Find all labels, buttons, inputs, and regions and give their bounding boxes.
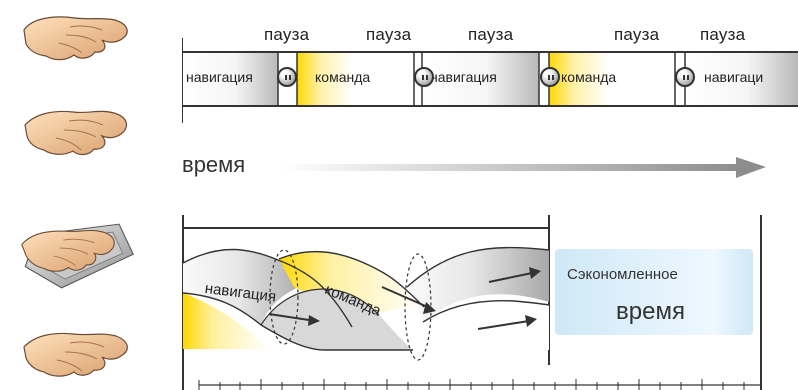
saved-time-title: Сэкономленное <box>567 266 678 283</box>
command-segment-2 <box>549 53 675 105</box>
navigation-segment-1 <box>183 53 278 105</box>
segment-label-navigation-2: навигация <box>430 69 497 85</box>
pause-label-2: пауза <box>366 25 412 44</box>
gray-ribbon-right <box>407 247 549 321</box>
pause-icon <box>675 67 695 87</box>
white-ribbon-right <box>413 300 549 350</box>
segment-label-command-2: команда <box>561 69 617 85</box>
yellow-ribbon-left <box>183 293 269 349</box>
pause-label-3: пауза <box>468 25 514 44</box>
segment-label-navigation-1: навигация <box>186 69 253 85</box>
hand-icon <box>24 110 128 156</box>
top-timeline <box>182 38 798 123</box>
saved-time-word: время <box>616 298 685 325</box>
segment-label-command-1: команда <box>315 69 371 85</box>
pause-icon <box>277 67 297 87</box>
gray-ribbon-left <box>183 249 306 325</box>
hand-icon <box>23 16 128 61</box>
yellow-ribbon-middle <box>279 251 424 327</box>
pause-icon <box>414 67 434 87</box>
command-segment-1 <box>297 53 414 105</box>
pause-label-4: пауза <box>614 25 660 44</box>
saved-time-area <box>555 249 753 335</box>
hand-with-device-icon <box>21 223 134 289</box>
pause-icon <box>540 67 560 87</box>
bottom-overlap-diagram <box>182 215 762 390</box>
time-arrow <box>280 157 766 178</box>
navigation-segment-2 <box>422 53 539 105</box>
navigation-segment-3 <box>685 53 798 105</box>
time-scale-ticks <box>198 379 745 390</box>
gray-ribbon-middle <box>261 289 413 350</box>
pause-label-1: пауза <box>264 25 310 44</box>
segment-label-navigation-3: навигаци <box>704 69 764 85</box>
pause-label-5: пауза <box>700 25 746 44</box>
overlap-marker-icon <box>269 249 299 345</box>
hand-icon <box>23 332 128 377</box>
time-label: время <box>182 152 246 177</box>
